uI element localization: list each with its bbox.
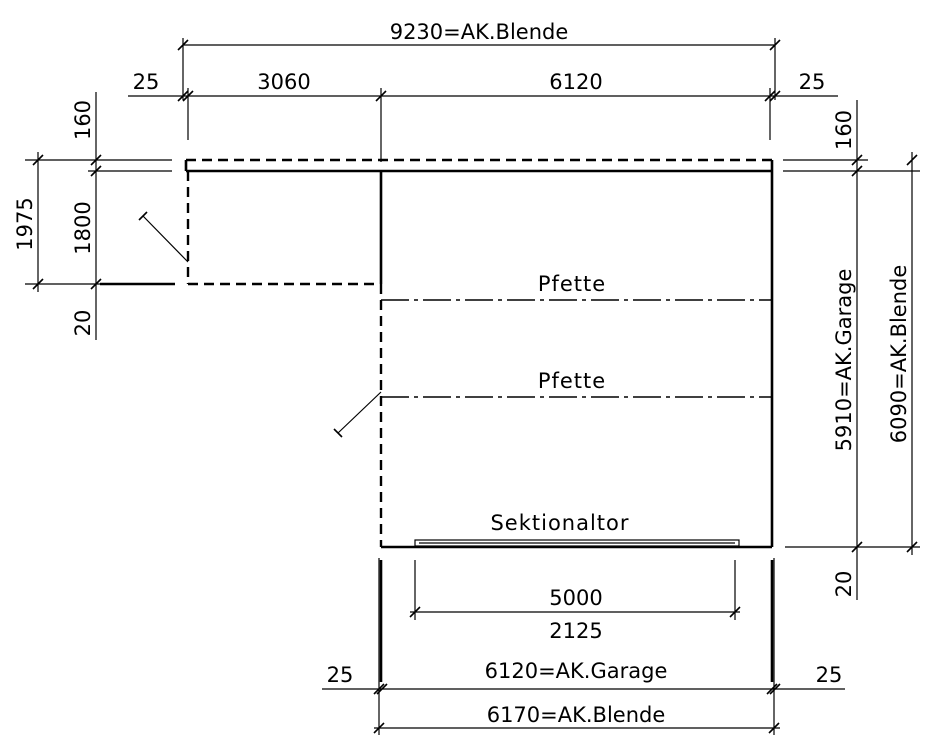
top-segments-dimension: 25 3060 6120 25: [128, 70, 838, 162]
left-20-text: 20: [71, 310, 95, 337]
left-1975-text: 1975: [13, 197, 37, 250]
left-1800-text: 1800: [71, 201, 95, 254]
right-160-text: 160: [832, 110, 856, 150]
purlin-2-label: Pfette: [538, 369, 606, 393]
top-total-dimension: 9230=AK.Blende: [177, 20, 781, 100]
bottom-blende-dimension: 6170=AK.Blende: [373, 703, 780, 734]
sectional-door: Sektionaltor: [414, 511, 740, 547]
bottom-left-overhang-text: 25: [327, 663, 354, 687]
door-label: Sektionaltor: [490, 511, 629, 535]
carport-section: [100, 171, 381, 286]
top-right-overhang-text: 25: [799, 70, 826, 94]
bottom-blende-text: 6170=AK.Blende: [487, 703, 666, 727]
door-opening-text: 2125: [549, 619, 602, 643]
top-segment-right-text: 6120: [549, 70, 602, 94]
garage-walls: [333, 171, 774, 549]
right-dimensions: 160 5910=AK.Garage 6090=AK.Blende 20: [783, 100, 920, 600]
purlin-2: Pfette: [381, 369, 772, 398]
bottom-garage-text: 6120=AK.Garage: [485, 659, 668, 683]
purlin-1: Pfette: [381, 272, 772, 301]
right-blende-text: 6090=AK.Blende: [887, 265, 911, 444]
bottom-right-overhang-text: 25: [816, 663, 843, 687]
purlin-1-label: Pfette: [538, 272, 606, 296]
top-segment-left-text: 3060: [257, 70, 310, 94]
roof-fascia: [184, 158, 774, 173]
left-160-text: 160: [71, 100, 95, 140]
top-left-overhang-text: 25: [133, 70, 160, 94]
top-total-text: 9230=AK.Blende: [390, 20, 569, 44]
bottom-garage-dimension: 25 6120=AK.Garage 25: [322, 558, 845, 735]
right-20-text: 20: [832, 571, 856, 598]
door-dimension: 5000 2125: [409, 560, 741, 643]
door-width-text: 5000: [549, 586, 602, 610]
left-dimensions: 160 1975 1800 20: [13, 92, 172, 340]
right-garage-text: 5910=AK.Garage: [832, 269, 856, 452]
